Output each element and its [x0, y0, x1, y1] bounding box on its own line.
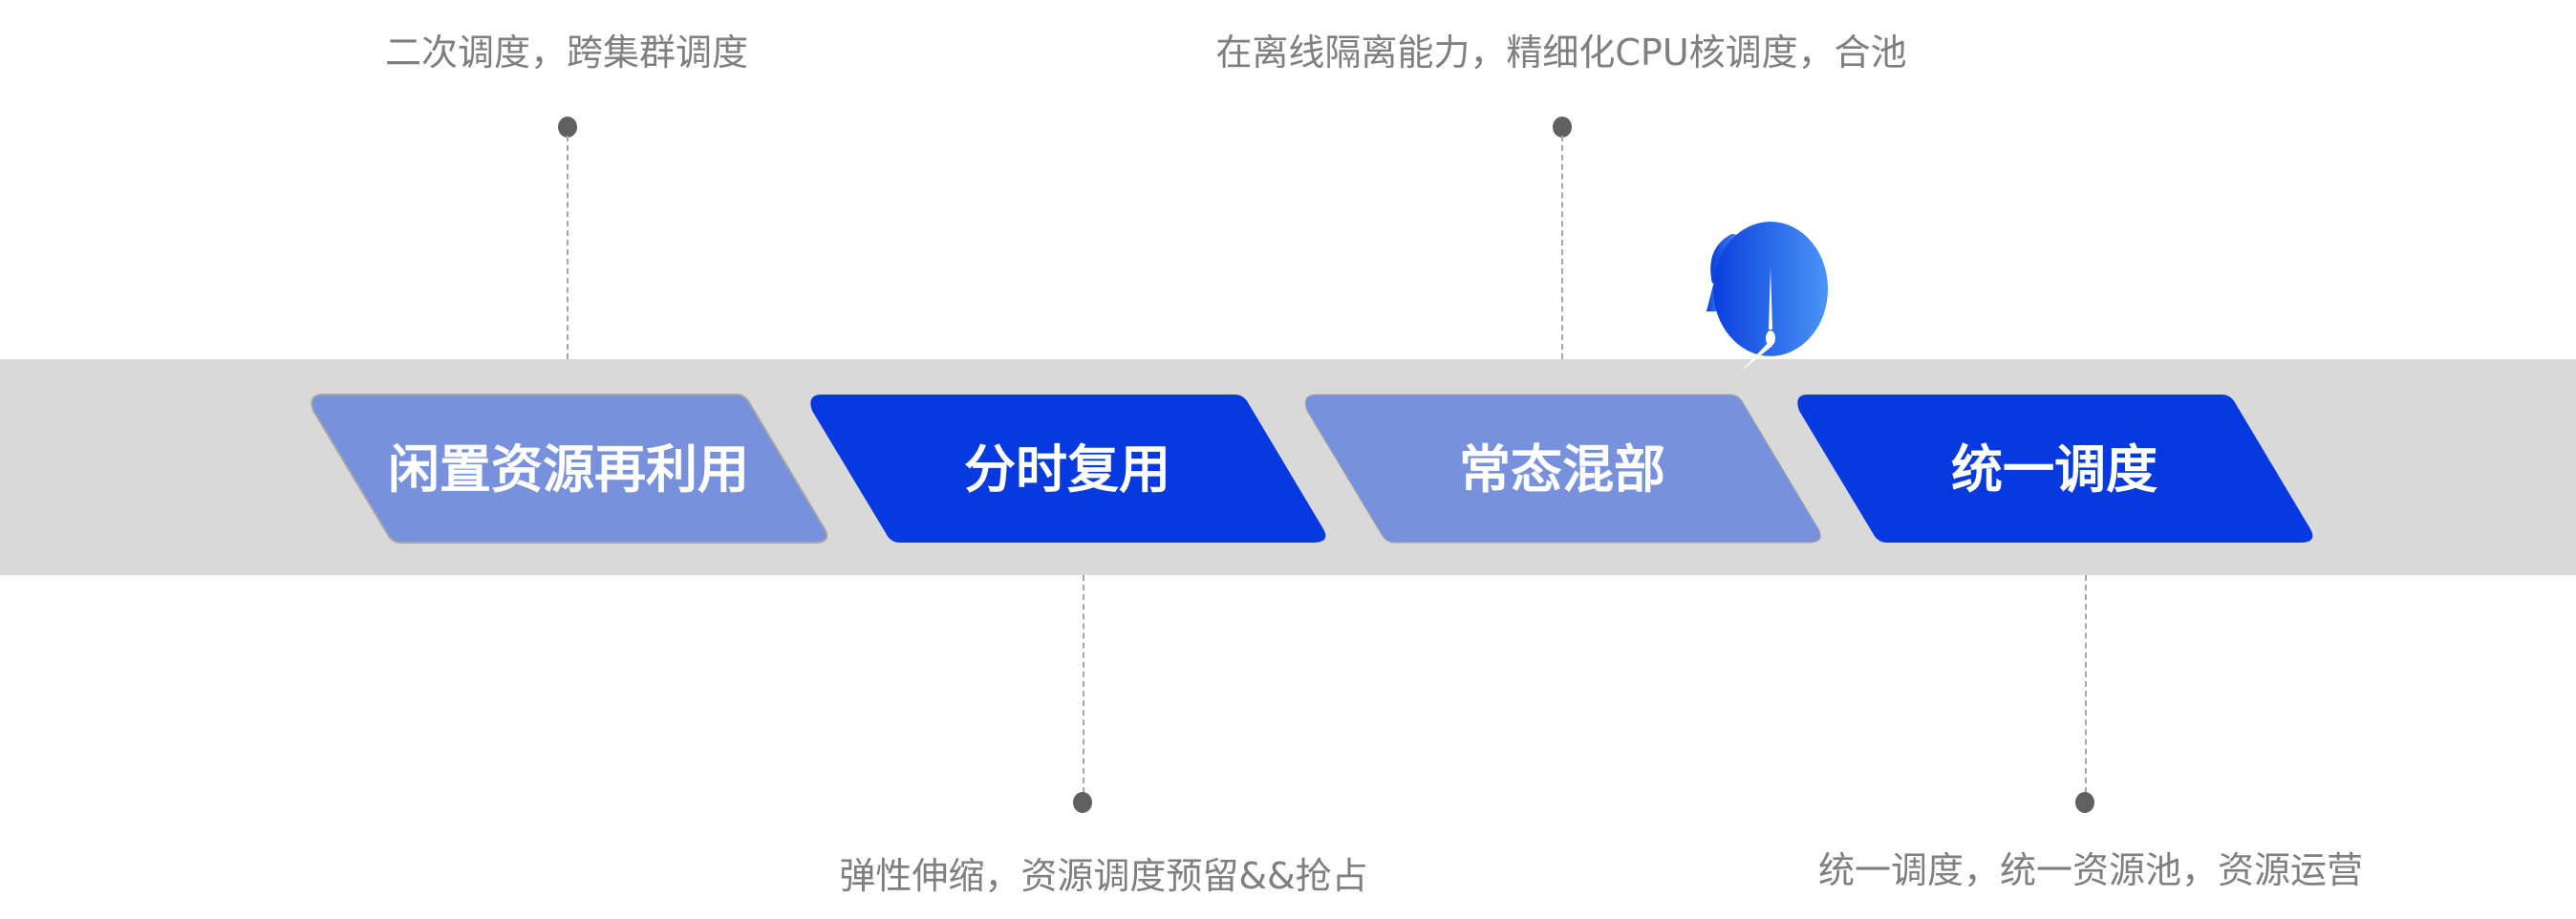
stage-1-connector [567, 136, 569, 359]
stage-shape-1 [311, 394, 828, 544]
stage-1-marker-dot [558, 117, 577, 138]
stage-label-1: 闲置资源再利用 [388, 439, 749, 500]
stage-shape-4 [1797, 395, 2313, 543]
stage-label-2: 分时复用 [964, 439, 1170, 500]
stage-shape-3 [1304, 394, 1821, 544]
alarm-clock-icon [1707, 222, 1828, 372]
stage-3-marker-dot [1553, 117, 1572, 138]
stage-shape-2 [810, 395, 1326, 543]
stage-4-note: 统一调度，统一资源池，资源运营 [1817, 849, 2364, 891]
stage-3-connector [1561, 136, 1563, 359]
stage-3-note: 在离线隔离能力，精细化CPU核调度，合池 [1215, 32, 1907, 74]
stage-2-connector [1083, 575, 1084, 793]
stage-2-marker-dot [1073, 792, 1092, 813]
stage-4-marker-dot [2075, 792, 2094, 813]
stage-label-4: 统一调度 [1951, 439, 2157, 500]
stage-4-connector [2085, 575, 2087, 793]
stage-label-3: 常态混部 [1459, 439, 1665, 500]
stage-1-note: 二次调度，跨集群调度 [384, 32, 749, 74]
stage-2-note: 弹性伸缩，资源调度预留&&抢占 [839, 855, 1368, 897]
